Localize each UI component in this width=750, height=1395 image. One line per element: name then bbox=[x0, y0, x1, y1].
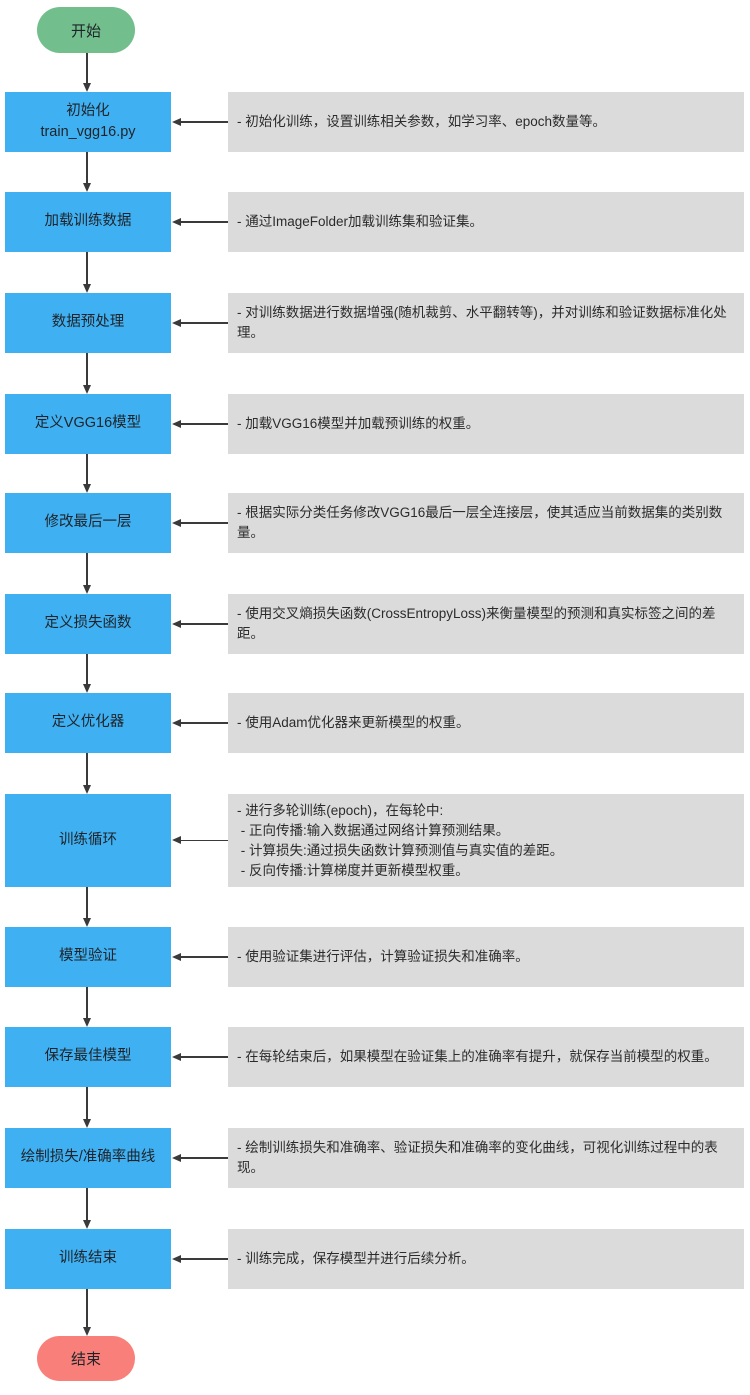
arrow-validate-to-save-best-model bbox=[82, 987, 92, 1027]
node-loss-function: 定义损失函数 bbox=[5, 594, 171, 654]
note-loss-function: - 使用交叉熵损失函数(CrossEntropyLoss)来衡量模型的预测和真实… bbox=[228, 594, 744, 654]
arrow-note-to-loss-function bbox=[172, 619, 228, 629]
flow-row: 初始化 train_vgg16.py - 初始化训练，设置训练相关参数，如学习率… bbox=[0, 92, 750, 152]
note-training-loop: - 进行多轮训练(epoch)，在每轮中: - 正向传播:输入数据通过网络计算预… bbox=[228, 794, 744, 887]
node-modify-last-layer: 修改最后一层 bbox=[5, 493, 171, 553]
arrow-note-to-define-model bbox=[172, 419, 228, 429]
note-validate: - 使用验证集进行评估，计算验证损失和准确率。 bbox=[228, 927, 744, 987]
flow-row: 训练结束 - 训练完成，保存模型并进行后续分析。 bbox=[0, 1229, 750, 1289]
arrow-training-end-to-end bbox=[82, 1289, 92, 1336]
arrow-save-best-model-to-plot-curves bbox=[82, 1087, 92, 1128]
arrow-note-to-optimizer bbox=[172, 718, 228, 728]
start-node: 开始 bbox=[37, 7, 135, 53]
note-training-end: - 训练完成，保存模型并进行后续分析。 bbox=[228, 1229, 744, 1289]
flow-row: 加载训练数据 - 通过ImageFolder加载训练集和验证集。 bbox=[0, 192, 750, 252]
flow-row: 训练循环 - 进行多轮训练(epoch)，在每轮中: - 正向传播:输入数据通过… bbox=[0, 794, 750, 887]
arrow-preprocess-to-define-model bbox=[82, 353, 92, 394]
note-plot-curves: - 绘制训练损失和准确率、验证损失和准确率的变化曲线，可视化训练过程中的表现。 bbox=[228, 1128, 744, 1188]
arrow-note-to-training-end bbox=[172, 1254, 228, 1264]
note-optimizer: - 使用Adam优化器来更新模型的权重。 bbox=[228, 693, 744, 753]
arrow-define-model-to-modify-last-layer bbox=[82, 454, 92, 493]
node-load-data: 加载训练数据 bbox=[5, 192, 171, 252]
arrow-note-to-training-loop bbox=[172, 836, 228, 846]
arrow-loss-function-to-optimizer bbox=[82, 654, 92, 693]
flow-row: 保存最佳模型 - 在每轮结束后，如果模型在验证集上的准确率有提升，就保存当前模型… bbox=[0, 1027, 750, 1087]
arrow-modify-last-layer-to-loss-function bbox=[82, 553, 92, 594]
flow-row: 绘制损失/准确率曲线 - 绘制训练损失和准确率、验证损失和准确率的变化曲线，可视… bbox=[0, 1128, 750, 1188]
end-node-label: 结束 bbox=[70, 1351, 101, 1368]
note-load-data: - 通过ImageFolder加载训练集和验证集。 bbox=[228, 192, 744, 252]
note-init: - 初始化训练，设置训练相关参数，如学习率、epoch数量等。 bbox=[228, 92, 744, 152]
flow-row: 定义损失函数 - 使用交叉熵损失函数(CrossEntropyLoss)来衡量模… bbox=[0, 594, 750, 654]
arrow-note-to-init bbox=[172, 117, 228, 127]
flow-row: 定义优化器 - 使用Adam优化器来更新模型的权重。 bbox=[0, 693, 750, 753]
flow-row: 定义VGG16模型 - 加载VGG16模型并加载预训练的权重。 bbox=[0, 394, 750, 454]
flow-row: 修改最后一层 - 根据实际分类任务修改VGG16最后一层全连接层，使其适应当前数… bbox=[0, 493, 750, 553]
arrow-plot-curves-to-training-end bbox=[82, 1188, 92, 1229]
note-define-model: - 加载VGG16模型并加载预训练的权重。 bbox=[228, 394, 744, 454]
arrow-note-to-load-data bbox=[172, 217, 228, 227]
node-init: 初始化 train_vgg16.py bbox=[5, 92, 171, 152]
note-modify-last-layer: - 根据实际分类任务修改VGG16最后一层全连接层，使其适应当前数据集的类别数量… bbox=[228, 493, 744, 553]
node-preprocess: 数据预处理 bbox=[5, 293, 171, 353]
arrow-note-to-validate bbox=[172, 952, 228, 962]
start-node-label: 开始 bbox=[70, 22, 101, 40]
flow-row: 模型验证 - 使用验证集进行评估，计算验证损失和准确率。 bbox=[0, 927, 750, 987]
note-save-best-model: - 在每轮结束后，如果模型在验证集上的准确率有提升，就保存当前模型的权重。 bbox=[228, 1027, 744, 1087]
node-training-end: 训练结束 bbox=[5, 1229, 171, 1289]
node-plot-curves: 绘制损失/准确率曲线 bbox=[5, 1128, 171, 1188]
arrow-init-to-load-data bbox=[82, 152, 92, 192]
node-optimizer: 定义优化器 bbox=[5, 693, 171, 753]
node-define-model: 定义VGG16模型 bbox=[5, 394, 171, 454]
arrow-note-to-preprocess bbox=[172, 318, 228, 328]
note-preprocess: - 对训练数据进行数据增强(随机裁剪、水平翻转等)，并对训练和验证数据标准化处理… bbox=[228, 293, 744, 353]
node-training-loop: 训练循环 bbox=[5, 794, 171, 887]
node-save-best-model: 保存最佳模型 bbox=[5, 1027, 171, 1087]
end-node: 结束 bbox=[37, 1336, 135, 1381]
arrow-load-data-to-preprocess bbox=[82, 252, 92, 293]
arrow-optimizer-to-training-loop bbox=[82, 753, 92, 794]
arrow-note-to-plot-curves bbox=[172, 1153, 228, 1163]
arrow-note-to-save-best-model bbox=[172, 1052, 228, 1062]
flow-row: 数据预处理 - 对训练数据进行数据增强(随机裁剪、水平翻转等)，并对训练和验证数… bbox=[0, 293, 750, 353]
arrow-note-to-modify-last-layer bbox=[172, 518, 228, 528]
arrow-training-loop-to-validate bbox=[82, 887, 92, 927]
node-validate: 模型验证 bbox=[5, 927, 171, 987]
arrow-start-to-init bbox=[82, 53, 92, 92]
